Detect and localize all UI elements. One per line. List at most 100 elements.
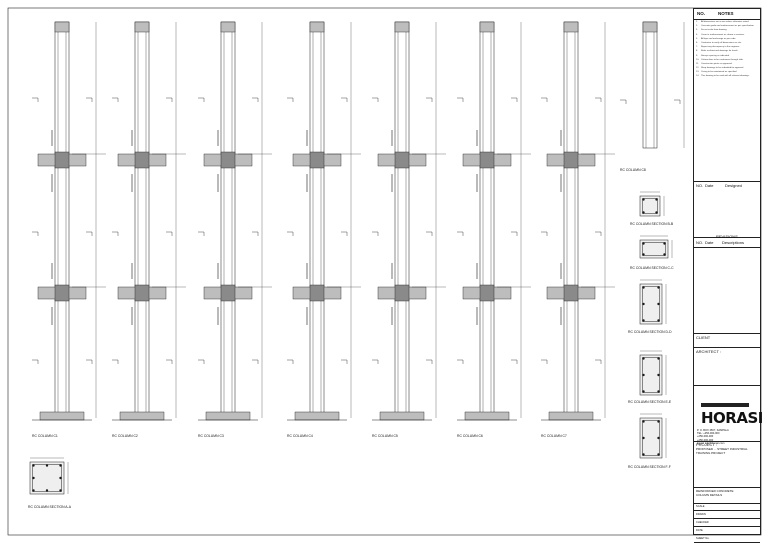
note-number: 6. bbox=[696, 41, 698, 44]
section-marker bbox=[287, 359, 294, 364]
sheet-info-row: SCALE bbox=[694, 503, 760, 511]
note-item: 3.Do not scale from drawing. bbox=[696, 29, 760, 32]
section-outline bbox=[639, 195, 661, 217]
column-cap bbox=[563, 21, 579, 33]
section-marker bbox=[457, 359, 464, 364]
section-label: RC COLUMN SECTION B-B bbox=[630, 222, 674, 226]
section-marker bbox=[372, 231, 379, 236]
revisions-title: REVISIONS bbox=[716, 234, 738, 239]
column-joint bbox=[134, 284, 150, 302]
rev-no: NO. bbox=[696, 240, 704, 245]
note-item: 11.Construction joints as approved. bbox=[696, 63, 760, 66]
section-marker bbox=[252, 359, 259, 364]
sheet-info-label: DRAWN bbox=[696, 513, 706, 516]
firm-line: TEL: +256-000-000 bbox=[697, 432, 720, 436]
column-label: RC COLUMN C7 bbox=[541, 434, 567, 438]
section-marker bbox=[32, 97, 39, 102]
rebar-dot bbox=[642, 390, 645, 393]
column-joint bbox=[220, 151, 236, 169]
column-elevation bbox=[287, 21, 361, 421]
column-elevation bbox=[372, 21, 446, 421]
column-joint bbox=[394, 284, 410, 302]
column-cap bbox=[134, 21, 150, 33]
column-joint bbox=[309, 151, 325, 169]
rebar-dot bbox=[642, 211, 645, 214]
section-marker bbox=[620, 99, 627, 104]
designed-row bbox=[694, 181, 760, 182]
section-outline bbox=[639, 283, 663, 325]
rebar-dot bbox=[59, 489, 62, 492]
column-label: RC COLUMN C5 bbox=[372, 434, 398, 438]
sheet-info-label: SHEET No. bbox=[696, 537, 710, 540]
rebar-dot bbox=[32, 464, 35, 467]
architect-label: ARCHITECT : bbox=[696, 349, 722, 354]
section-marker bbox=[198, 97, 205, 102]
section-marker bbox=[541, 231, 548, 236]
note-number: 3. bbox=[696, 29, 698, 32]
sheet-info-row: CHECKED bbox=[694, 519, 760, 527]
section-marker bbox=[166, 97, 173, 102]
note-number: 9. bbox=[696, 54, 698, 57]
note-item: 13.Curing to be maintained as specified. bbox=[696, 71, 760, 74]
column-elevation bbox=[198, 21, 272, 421]
designed-no: NO. bbox=[696, 183, 704, 188]
firm-line: P. O. BOX 4567, KAMPALA bbox=[697, 429, 729, 432]
rebar-dot bbox=[657, 420, 660, 423]
notes-list: 1.All dimensions are in mm unless otherw… bbox=[696, 21, 760, 80]
note-text: Column bars to be continuous through sla… bbox=[701, 58, 744, 61]
section-marker bbox=[595, 231, 602, 236]
notes-no-header: NO. bbox=[697, 11, 706, 16]
section-marker bbox=[426, 359, 433, 364]
column-elevation bbox=[32, 21, 106, 421]
section-marker bbox=[511, 97, 518, 102]
section-marker bbox=[287, 97, 294, 102]
column-outline bbox=[642, 21, 658, 149]
column-section bbox=[639, 350, 667, 396]
note-text: Cover to reinforcement as shown in secti… bbox=[701, 33, 745, 36]
column-label: RC COLUMN C2 bbox=[112, 434, 138, 438]
column-label: RC COLUMN C1 bbox=[32, 434, 58, 438]
rebar-dot bbox=[32, 476, 35, 480]
stirrup bbox=[642, 242, 666, 256]
note-text: Curing to be maintained as specified. bbox=[701, 71, 737, 74]
sheet-border bbox=[7, 7, 762, 536]
column-outline bbox=[309, 21, 325, 419]
column-joint bbox=[220, 284, 236, 302]
section-outline bbox=[639, 354, 663, 396]
section-marker bbox=[32, 359, 39, 364]
note-number: 12. bbox=[696, 67, 700, 70]
stirrup bbox=[642, 198, 658, 214]
rebar-dot bbox=[657, 453, 660, 456]
rebar-dot bbox=[657, 286, 660, 289]
note-number: 11. bbox=[696, 62, 699, 65]
column-section bbox=[639, 235, 673, 259]
section-marker bbox=[457, 231, 464, 236]
section-marker bbox=[341, 231, 348, 236]
client-label: CLIENT bbox=[696, 335, 711, 340]
note-text: Refer architectural drawings for levels. bbox=[701, 50, 739, 53]
rebar-dot bbox=[657, 302, 660, 306]
sheet-info-label: SCALE bbox=[696, 505, 705, 508]
column-joint bbox=[394, 151, 410, 169]
rebar-dot bbox=[642, 357, 645, 360]
column-label: RC COLUMN C3 bbox=[198, 434, 224, 438]
note-item: 12.Shop drawings to be submitted for app… bbox=[696, 67, 760, 70]
note-number: 10. bbox=[696, 58, 700, 61]
note-item: 5.All laps and anchorage as per code. bbox=[696, 38, 760, 41]
note-text: This drawing to be read with all relevan… bbox=[701, 75, 750, 78]
column-outline bbox=[54, 21, 70, 419]
note-number: 14. bbox=[696, 75, 700, 78]
sheet-info-label: CHECKED bbox=[696, 521, 709, 524]
column-cap bbox=[642, 21, 658, 33]
rebar-dot bbox=[657, 319, 660, 322]
column-joint bbox=[54, 151, 70, 169]
sheet-info-row: DRAWN bbox=[694, 511, 760, 519]
column-cap bbox=[479, 21, 495, 33]
rebar-dot bbox=[59, 464, 62, 467]
column-label: RC COLUMN C4 bbox=[287, 434, 313, 438]
note-item: 4.Cover to reinforcement as shown in sec… bbox=[696, 34, 760, 37]
rebar-dot bbox=[642, 253, 645, 256]
column-outline bbox=[563, 21, 579, 419]
